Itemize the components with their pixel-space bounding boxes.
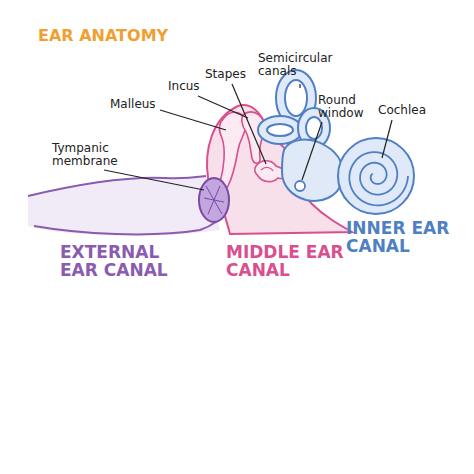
leader-lines	[104, 84, 392, 190]
part-label: Malleus	[110, 98, 170, 111]
cochlea-shape	[338, 138, 414, 214]
part-label: Stapes	[205, 68, 265, 81]
region-label: INNER EAR CANAL	[346, 220, 466, 256]
region-label: EXTERNAL EAR CANAL	[60, 244, 190, 280]
cochlea-spiral	[349, 152, 408, 205]
membrane-texture	[204, 186, 224, 214]
part-label: Incus	[168, 80, 218, 93]
middle-ear-cavity	[207, 105, 352, 234]
external-canal-fill	[28, 176, 220, 236]
part-label: Tympanic membrane	[52, 142, 132, 167]
region-label: MIDDLE EAR CANAL	[226, 244, 346, 280]
tympanic-membrane-shape	[199, 178, 229, 222]
part-label: Semicircular canals	[258, 52, 350, 77]
part-label: Round window	[318, 94, 378, 119]
diagram-title: EAR ANATOMY	[38, 28, 168, 45]
external-canal-wall	[28, 176, 206, 196]
part-label: Cochlea	[378, 104, 448, 117]
stapes-arch	[261, 167, 273, 171]
external-canal-wall	[34, 210, 228, 234]
round-window-shape	[295, 181, 305, 191]
